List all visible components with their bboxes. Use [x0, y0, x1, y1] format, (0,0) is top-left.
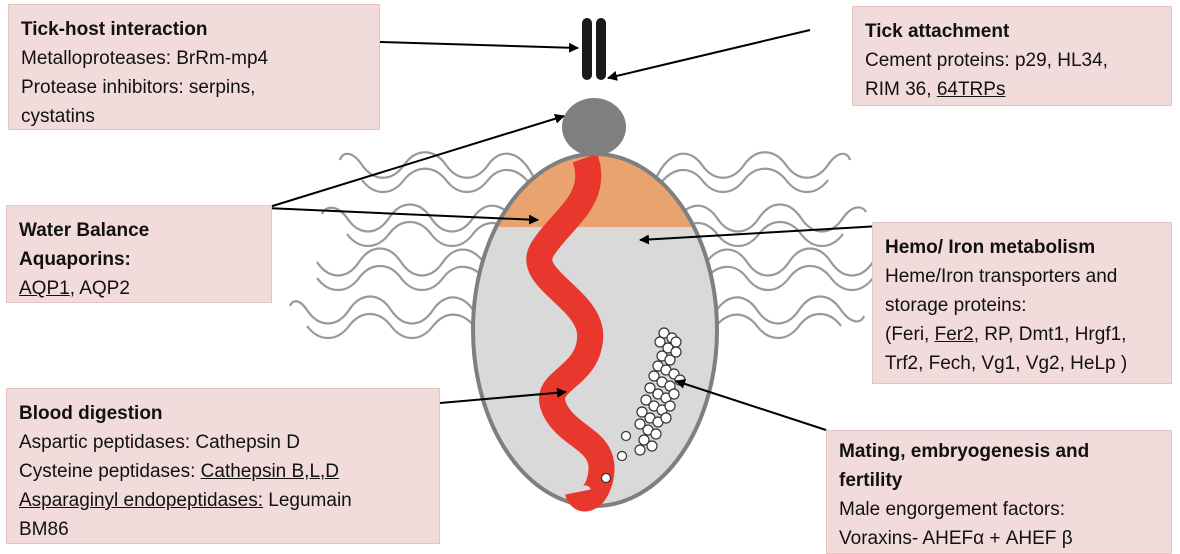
tick-host-line: cystatins	[21, 102, 369, 130]
tick-host-line: Metalloproteases: BrRm-mp4	[21, 44, 369, 73]
fer2-label: Fer2	[935, 324, 974, 345]
mating-line: Male engorgement factors:	[839, 495, 1161, 524]
blood-digestion-line: Cysteine peptidases: Cathepsin B,L,D	[19, 457, 429, 486]
leg-left-3	[317, 249, 490, 276]
leg-right-4	[712, 297, 864, 324]
mating-box: Mating, embryogenesis and fertility Male…	[826, 430, 1172, 554]
aquaporins-line: AQP1, AQP2	[19, 274, 261, 303]
mating-line: Voraxins- AHEFα + AHEF β	[839, 524, 1161, 553]
arrow-water-gut	[266, 208, 538, 220]
blood-digestion-box: Blood digestion Aspartic peptidases: Cat…	[6, 388, 440, 544]
leg-left-3b	[317, 266, 490, 290]
tick-attachment-box: Tick attachment Cement proteins: p29, HL…	[852, 6, 1172, 106]
hemo-iron-line: (Feri, Fer2, RP, Dmt1, Hrgf1,	[885, 320, 1161, 349]
mating-title-cont: fertility	[839, 466, 1161, 495]
mouthpart-left	[582, 18, 592, 80]
tick-host-title: Tick-host interaction	[21, 15, 369, 44]
water-balance-title: Water Balance	[19, 216, 261, 245]
hemo-iron-box: Hemo/ Iron metabolism Heme/Iron transpor…	[872, 222, 1172, 384]
mouthpart-right	[596, 18, 606, 80]
aqp1-label: AQP1	[19, 278, 70, 299]
blood-digestion-title: Blood digestion	[19, 399, 429, 428]
tick-host-interaction-box: Tick-host interaction Metalloproteases: …	[8, 4, 380, 130]
leg-left-1b	[362, 169, 535, 192]
hemo-iron-line: Heme/Iron transporters and	[885, 262, 1161, 291]
blood-digestion-line: Aspartic peptidases: Cathepsin D	[19, 428, 429, 457]
asparaginyl-label: Asparaginyl endopeptidases:	[19, 490, 263, 511]
tick-host-line: Protease inhibitors: serpins,	[21, 73, 369, 102]
tick-attachment-title: Tick attachment	[865, 17, 1161, 46]
leg-right-3b	[700, 266, 873, 290]
hemo-iron-line: Trf2, Fech, Vg1, Vg2, HeLp )	[885, 349, 1161, 378]
aqp2-label: , AQP2	[70, 278, 130, 299]
arrow-tick-attachment	[608, 30, 810, 78]
aquaporins-title: Aquaporins:	[19, 245, 261, 274]
blood-digestion-line: BM86	[19, 515, 429, 544]
cathepsin-bld-label: Cathepsin B,L,D	[201, 461, 339, 482]
tick-attachment-line2-prefix: RIM 36,	[865, 79, 937, 100]
legumain-label: Legumain	[263, 490, 352, 511]
hemo-iron-line3-b: , RP, Dmt1, Hrgf1,	[974, 324, 1127, 345]
tick-head	[562, 98, 626, 156]
hemo-iron-line3-a: (Feri,	[885, 324, 935, 345]
tick-attachment-line: Cement proteins: p29, HL34,	[865, 46, 1161, 75]
hemo-iron-title: Hemo/ Iron metabolism	[885, 233, 1161, 262]
arrow-tick-host	[380, 42, 578, 48]
mating-title: Mating, embryogenesis and	[839, 437, 1161, 466]
leg-left-4b	[307, 314, 478, 338]
hemo-iron-line: storage proteins:	[885, 291, 1161, 320]
blood-digestion-line: Asparaginyl endopeptidases: Legumain	[19, 486, 429, 515]
cysteine-prefix: Cysteine peptidases:	[19, 461, 201, 482]
leg-right-1b	[655, 169, 828, 192]
tick-attachment-64trps: 64TRPs	[937, 79, 1006, 100]
tick-attachment-line: RIM 36, 64TRPs	[865, 75, 1161, 104]
leg-right-1	[655, 152, 850, 180]
leg-right-3	[700, 249, 873, 276]
leg-right-4b	[712, 314, 841, 338]
water-balance-box: Water Balance Aquaporins: AQP1, AQP2	[6, 205, 272, 303]
leg-right-2	[670, 205, 866, 232]
